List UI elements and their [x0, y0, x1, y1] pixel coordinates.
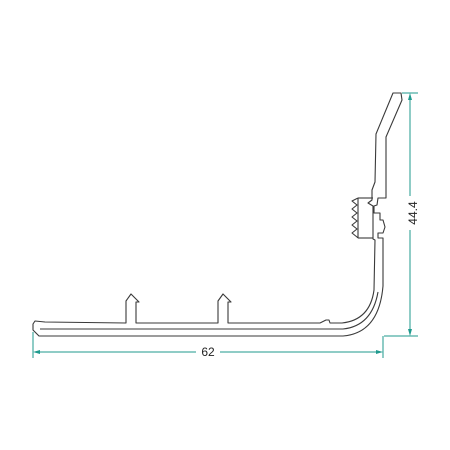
- height-arrow-top: [408, 93, 412, 100]
- height-label-background: [402, 196, 418, 230]
- base-inner-line: [40, 291, 379, 330]
- width-label: 62: [201, 345, 215, 359]
- height-label: 44.4: [406, 201, 420, 225]
- profile-outline: [32, 92, 403, 337]
- clip-teeth: [351, 197, 359, 239]
- width-arrow-left: [33, 350, 40, 354]
- width-arrow-right: [376, 350, 383, 354]
- width-label-background: [196, 344, 220, 359]
- height-arrow-bottom: [408, 329, 412, 336]
- profile-cross-section: [32, 92, 403, 337]
